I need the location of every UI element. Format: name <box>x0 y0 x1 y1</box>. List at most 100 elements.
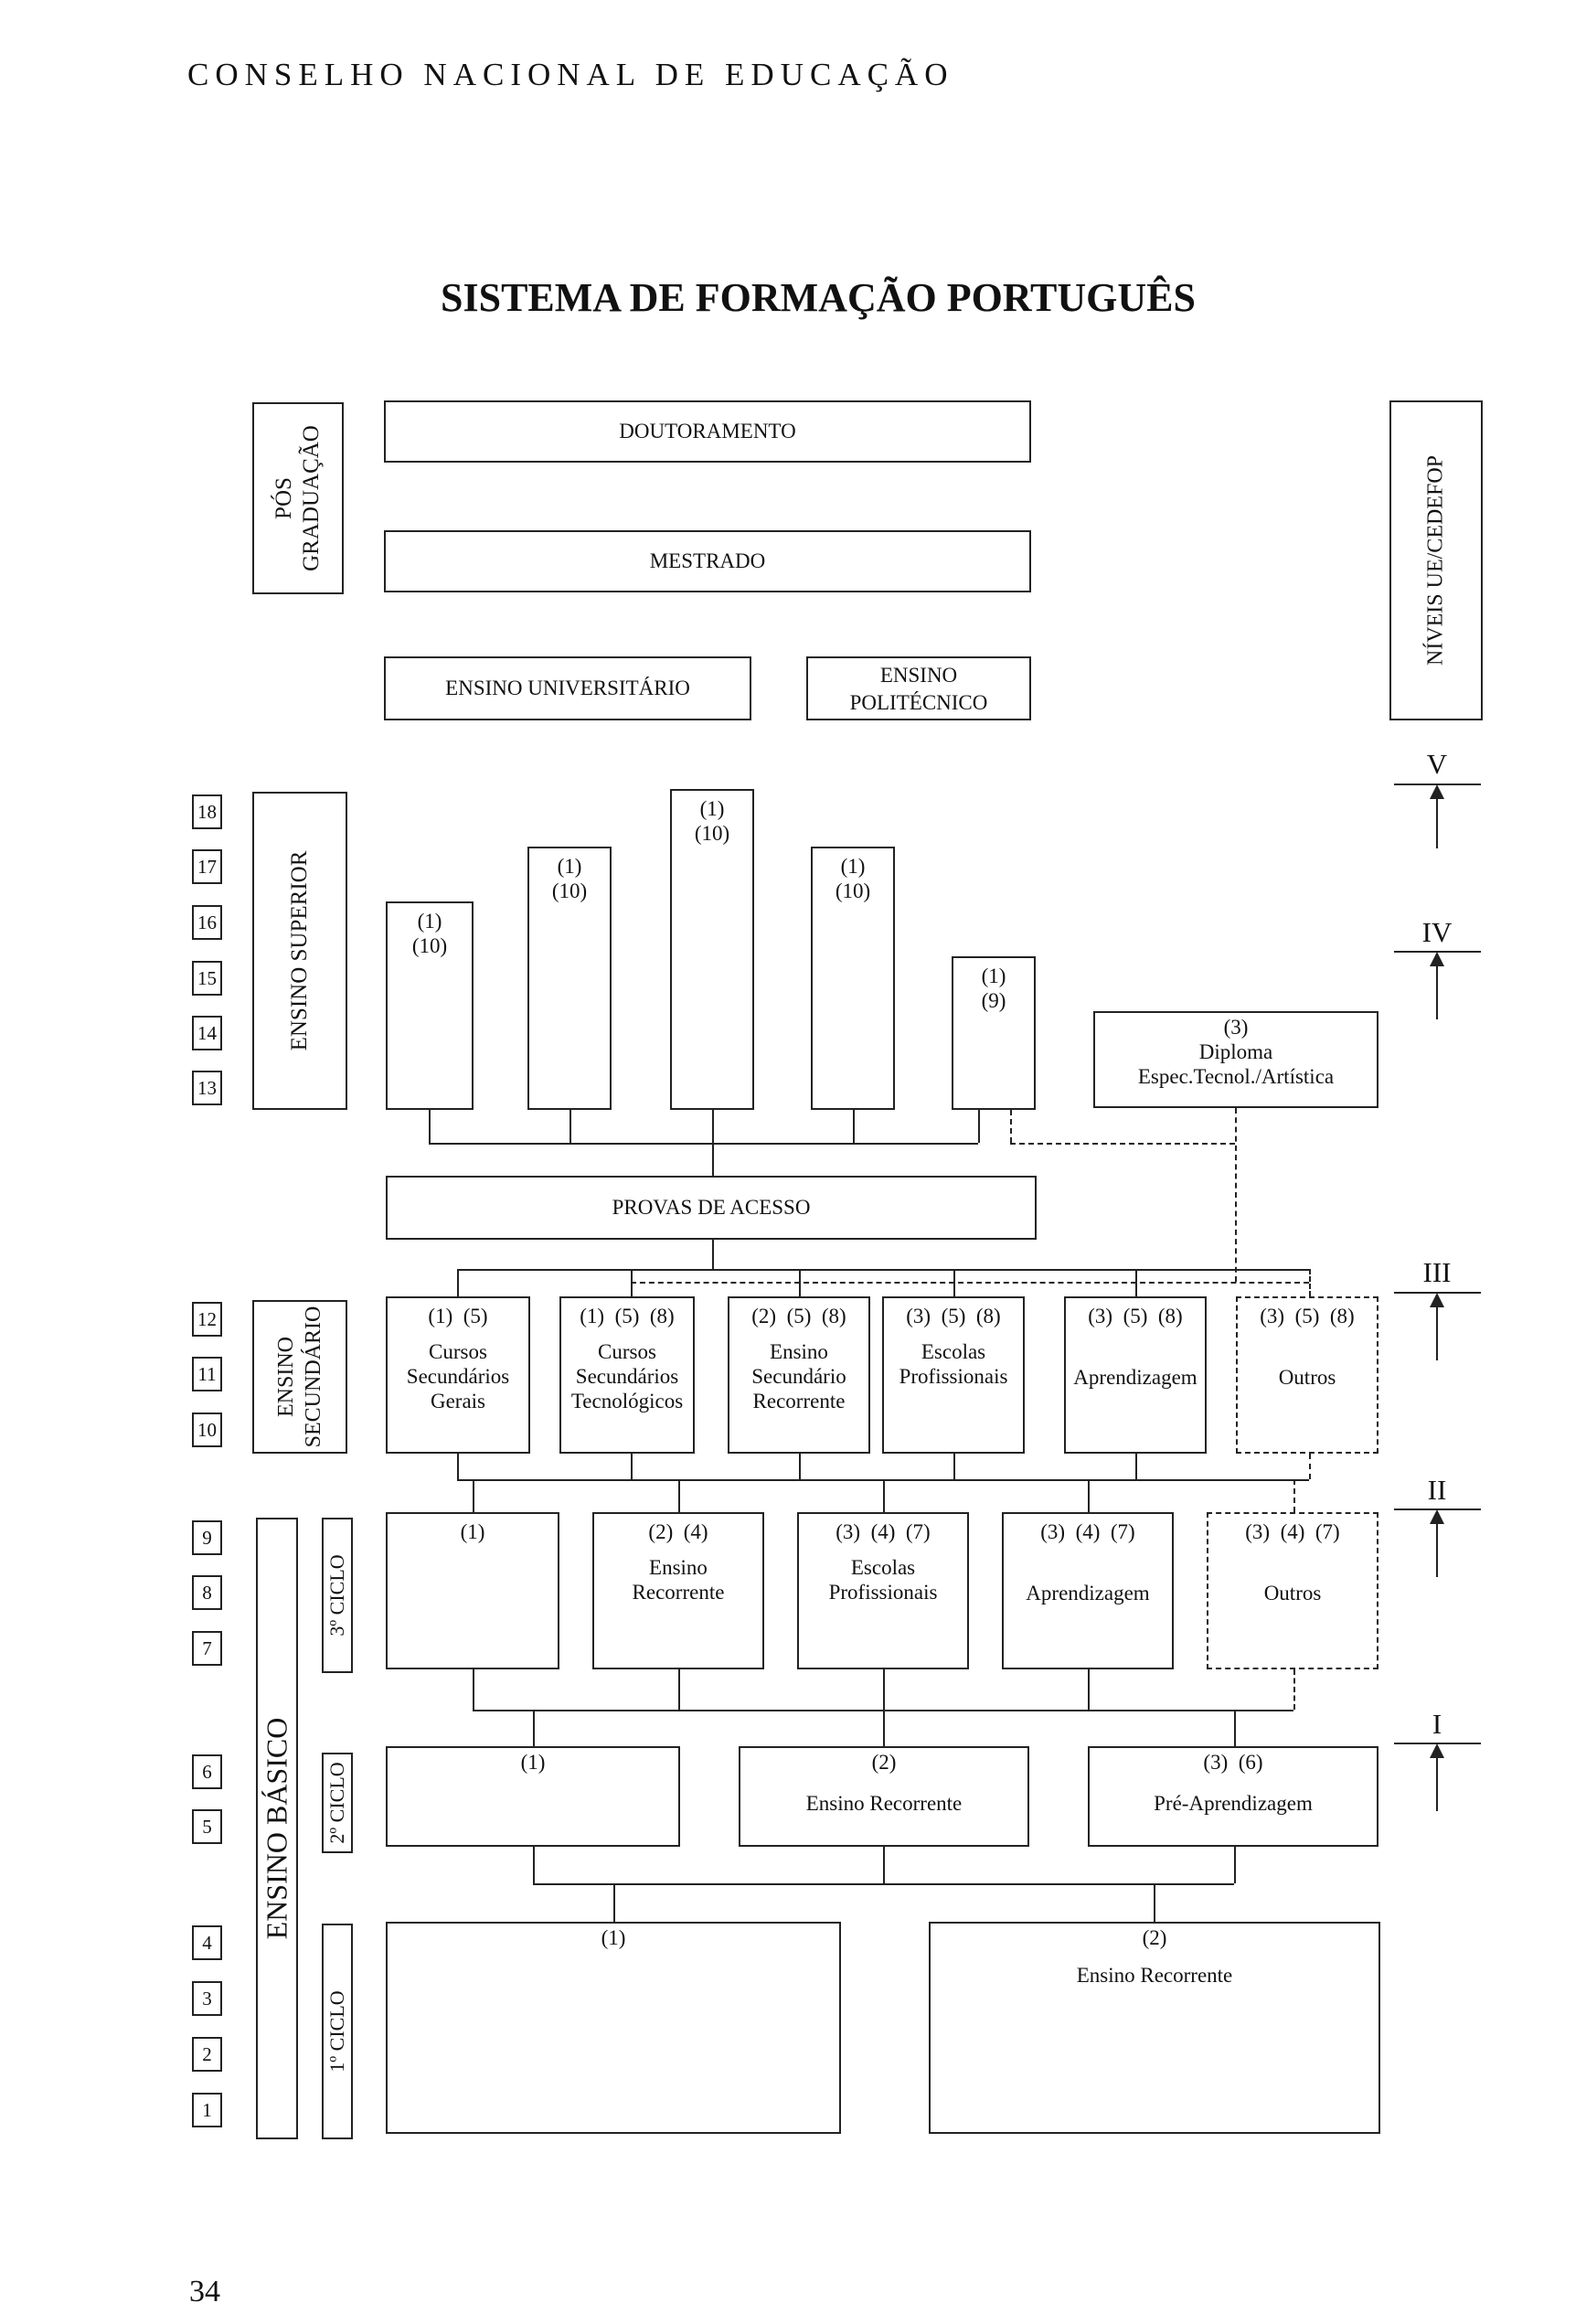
connector <box>799 1454 801 1479</box>
c2-pre-aprendizagem-label: Pré-Aprendizagem <box>1154 1792 1313 1815</box>
year-1: 1 <box>192 2093 222 2127</box>
year-4: 4 <box>192 1925 222 1960</box>
connector-dashed <box>1235 1108 1237 1282</box>
c3-aprendizagem: (3) (4) (7)Aprendizagem <box>1002 1512 1174 1669</box>
level-iv-stem <box>1436 965 1438 1019</box>
level-i-arrow <box>1430 1743 1444 1758</box>
connector-dashed <box>1010 1110 1012 1143</box>
sec-aprendizagem: (3) (5) (8) Aprendizagem <box>1064 1296 1207 1454</box>
year-14: 14 <box>192 1016 222 1050</box>
c3-ensino-recorrente-codes: (2) (4) <box>648 1520 708 1543</box>
doutoramento-box: DOUTORAMENTO <box>384 400 1031 463</box>
niveis-text: NÍVEIS UE/CEDEFOP <box>1423 454 1448 666</box>
connector <box>1088 1479 1090 1512</box>
sec-cursos-gerais-codes: (1) (5) <box>428 1305 488 1327</box>
year-2: 2 <box>192 2037 222 2072</box>
ensino-basico-label: ENSINO BÁSICO <box>256 1518 298 2139</box>
ciclo1-label: 1º CICLO <box>322 1924 353 2139</box>
connector <box>533 1847 535 1883</box>
year-5: 5 <box>192 1809 222 1844</box>
connector <box>883 1710 885 1746</box>
sec-aprendizagem-label: Aprendizagem <box>1073 1366 1197 1389</box>
c3-ensino-recorrente-label: Ensino Recorrente <box>632 1556 725 1604</box>
sec-cursos-tecnologicos: (1) (5) (8)Cursos Secundários Tecnológic… <box>559 1296 695 1454</box>
level-i-stem <box>1436 1756 1438 1811</box>
pos-graduacao-text: PÓS GRADUAÇÃO <box>271 425 324 571</box>
connector <box>853 1110 855 1143</box>
niveis-label: NÍVEIS UE/CEDEFOP <box>1389 400 1483 720</box>
level-ii: II <box>1427 1474 1447 1506</box>
superior-col-3: (1) (10) <box>670 789 754 1110</box>
ciclo3-text: 3º CICLO <box>325 1554 348 1636</box>
c3-ensino-recorrente: (2) (4) Ensino Recorrente <box>592 1512 764 1669</box>
sec-outros-label: Outros <box>1278 1366 1336 1389</box>
c2-ensino-recorrente-label: Ensino Recorrente <box>805 1792 963 1815</box>
connector <box>1154 1883 1155 1922</box>
connector <box>883 1669 885 1710</box>
ciclo1-text: 1º CICLO <box>325 1990 348 2073</box>
connector <box>429 1110 431 1143</box>
level-v-stem <box>1436 797 1438 848</box>
connector <box>953 1454 955 1479</box>
sec-cursos-gerais-label: Cursos Secundários Gerais <box>406 1340 510 1413</box>
connector <box>712 1110 714 1176</box>
connector <box>429 1143 978 1145</box>
c3-regular-codes: (1) <box>460 1520 485 1543</box>
c3-outros: (3) (4) (7)Outros <box>1207 1512 1378 1669</box>
c2-ensino-recorrente: (2)Ensino Recorrente <box>739 1746 1029 1847</box>
superior-col-5-codes: (1) (9) <box>981 965 1006 1012</box>
superior-col-2: (1) (10) <box>527 847 612 1110</box>
year-18: 18 <box>192 794 222 829</box>
sec-aprendizagem-codes: (3) (5) (8) <box>1088 1305 1183 1327</box>
ensino-superior-text: ENSINO SUPERIOR <box>287 850 312 1051</box>
year-16: 16 <box>192 905 222 940</box>
connector-dashed <box>1010 1143 1235 1145</box>
sec-ensino-recorrente: (2) (5) (8)Ensino Secundário Recorrente <box>728 1296 870 1454</box>
c2-regular: (1) <box>386 1746 680 1847</box>
c2-regular-codes: (1) <box>520 1751 546 1774</box>
connector <box>953 1269 955 1296</box>
connector <box>457 1269 459 1296</box>
c2-pre-aprendizagem: (3) (6)Pré-Aprendizagem <box>1088 1746 1378 1847</box>
connector <box>678 1479 680 1512</box>
ensino-universitario-text: ENSINO UNIVERSITÁRIO <box>445 677 690 699</box>
superior-col-1-codes: (1) (10) <box>411 910 448 957</box>
year-12: 12 <box>192 1302 222 1337</box>
superior-col-1: (1) (10) <box>386 901 474 1110</box>
mestrado-text: MESTRADO <box>649 549 766 572</box>
connector-dashed <box>631 1282 1309 1284</box>
ciclo2-text: 2º CICLO <box>325 1762 348 1844</box>
c3-escolas-profissionais-label: Escolas Profissionais <box>828 1556 938 1604</box>
connector <box>1234 1710 1236 1746</box>
year-9: 9 <box>192 1520 222 1555</box>
c1-ensino-recorrente-codes: (2) <box>1142 1926 1167 1949</box>
diploma-box: (3) Diploma Espec.Tecnol./Artística <box>1093 1011 1378 1108</box>
mestrado-box: MESTRADO <box>384 530 1031 592</box>
level-iii-arrow <box>1430 1293 1444 1307</box>
ensino-secundario-text: ENSINO SECUNDÁRIO <box>274 1306 325 1448</box>
pos-graduacao-label: PÓS GRADUAÇÃO <box>252 402 344 594</box>
level-ii-stem <box>1436 1522 1438 1577</box>
connector <box>631 1269 633 1296</box>
ensino-secundario-label: ENSINO SECUNDÁRIO <box>252 1300 347 1454</box>
level-iv-arrow <box>1430 952 1444 966</box>
sec-cursos-gerais: (1) (5) Cursos Secundários Gerais <box>386 1296 530 1454</box>
provas-text: PROVAS DE ACESSO <box>612 1196 811 1219</box>
connector-dashed <box>1293 1479 1295 1512</box>
connector <box>678 1669 680 1710</box>
sec-escolas-profissionais-codes: (3) (5) (8) <box>906 1305 1001 1327</box>
year-11: 11 <box>192 1357 222 1391</box>
c1-ensino-recorrente: (2)Ensino Recorrente <box>929 1922 1380 2134</box>
level-iii-stem <box>1436 1306 1438 1360</box>
connector-dashed <box>1309 1269 1311 1296</box>
level-v: V <box>1426 748 1448 780</box>
connector <box>883 1847 885 1883</box>
connector <box>712 1240 714 1269</box>
connector <box>533 1710 535 1746</box>
connector <box>883 1479 885 1512</box>
ensino-universitario-box: ENSINO UNIVERSITÁRIO <box>384 656 751 720</box>
year-8: 8 <box>192 1575 222 1610</box>
sec-cursos-tecnologicos-label: Cursos Secundários Tecnológicos <box>570 1340 684 1413</box>
diploma-codes: (3) <box>1223 1016 1249 1039</box>
ensino-basico-text: ENSINO BÁSICO <box>260 1717 293 1940</box>
